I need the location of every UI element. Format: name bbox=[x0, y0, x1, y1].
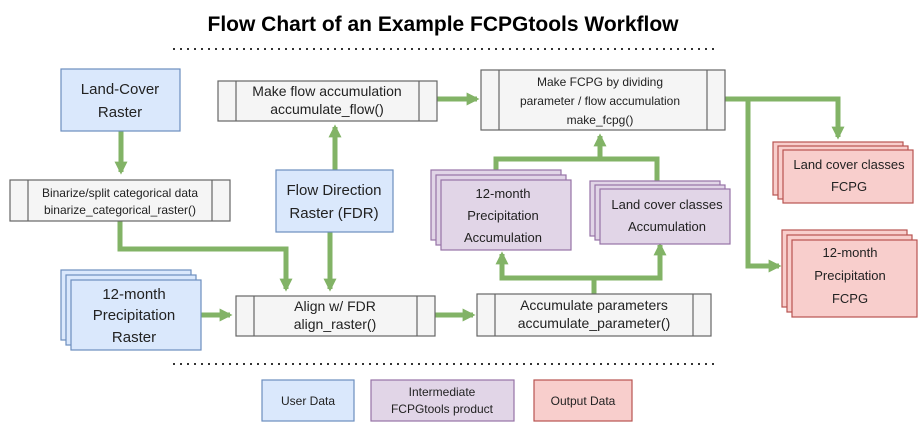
legend-user-data: User Data bbox=[261, 379, 355, 422]
arrow-fcpg-to-outputs bbox=[725, 96, 782, 273]
land-cover-raster-line1: Land-Cover bbox=[81, 81, 159, 98]
precip-accum-line2: Precipitation bbox=[467, 208, 539, 223]
fdr-line1: Flow Direction bbox=[286, 182, 381, 199]
precip-accum-line3: Accumulation bbox=[464, 230, 542, 245]
node-accumulate-parameters: Accumulate parameters accumulate_paramet… bbox=[476, 293, 712, 337]
node-make-flow-accumulation: Make flow accumulation accumulate_flow() bbox=[217, 80, 438, 122]
legend-intermediate: Intermediate FCPGtools product bbox=[370, 379, 515, 422]
arrow-accum-to-products bbox=[495, 251, 597, 294]
precip-accum-line1: 12-month bbox=[476, 186, 531, 201]
node-land-cover-raster: Land-Cover Raster bbox=[60, 68, 181, 132]
make-flow-accum-line1: Make flow accumulation bbox=[252, 83, 401, 99]
arrow-accum-to-landcover-accum bbox=[594, 242, 667, 281]
precip-fcpg-line2: Precipitation bbox=[814, 268, 886, 283]
node-align: Align w/ FDR align_raster() bbox=[235, 295, 436, 337]
arrow-binarize-to-align bbox=[117, 221, 293, 292]
precip-raster-line2: Precipitation bbox=[93, 307, 176, 324]
precip-fcpg-line3: FCPG bbox=[832, 291, 868, 306]
make-flow-accum-line2: accumulate_flow() bbox=[270, 101, 384, 117]
landcover-accum-line1: Land cover classes bbox=[611, 197, 723, 212]
landcover-accum-line2: Accumulation bbox=[628, 219, 706, 234]
precip-raster-line1: 12-month bbox=[102, 286, 165, 303]
land-cover-raster-line2: Raster bbox=[98, 104, 142, 121]
node-landcover-accumulation: Land cover classes Accumulation bbox=[589, 180, 731, 245]
align-line1: Align w/ FDR bbox=[294, 298, 376, 314]
legend-user-label: User Data bbox=[281, 394, 335, 408]
align-line2: align_raster() bbox=[294, 316, 376, 332]
legend-output-data: Output Data bbox=[533, 379, 633, 422]
landcover-fcpg-line1: Land cover classes bbox=[793, 157, 905, 172]
connectors bbox=[114, 92, 845, 322]
binarize-line2: binarize_categorical_raster() bbox=[44, 203, 196, 217]
arrow-fcpg-to-landcover-fcpg bbox=[748, 96, 845, 140]
make-fcpg-line3: make_fcpg() bbox=[567, 113, 634, 127]
make-fcpg-line1: Make FCPG by dividing bbox=[537, 75, 663, 89]
legend-output-label: Output Data bbox=[551, 394, 616, 408]
legend-intermediate-line2: FCPGtools product bbox=[391, 402, 494, 416]
node-flow-direction-raster: Flow Direction Raster (FDR) bbox=[275, 169, 394, 233]
precip-fcpg-line1: 12-month bbox=[823, 245, 878, 260]
legend-intermediate-line1: Intermediate bbox=[409, 385, 476, 399]
landcover-fcpg-line2: FCPG bbox=[831, 179, 867, 194]
node-precip-raster: 12-month Precipitation Raster bbox=[60, 269, 202, 351]
fdr-line2: Raster (FDR) bbox=[289, 205, 378, 222]
legend: User Data Intermediate FCPGtools product… bbox=[261, 379, 633, 422]
node-precip-accumulation: 12-month Precipitation Accumulation bbox=[430, 169, 572, 251]
binarize-line1: Binarize/split categorical data bbox=[42, 186, 198, 200]
accum-params-line2: accumulate_parameter() bbox=[518, 315, 671, 331]
page-title: Flow Chart of an Example FCPGtools Workf… bbox=[208, 13, 680, 36]
node-landcover-fcpg: Land cover classes FCPG bbox=[772, 141, 914, 204]
node-binarize: Binarize/split categorical data binarize… bbox=[9, 179, 231, 222]
node-make-fcpg: Make FCPG by dividing parameter / flow a… bbox=[480, 69, 726, 131]
node-precip-fcpg: 12-month Precipitation FCPG bbox=[781, 229, 918, 318]
make-fcpg-line2: parameter / flow accumulation bbox=[520, 94, 680, 108]
precip-raster-line3: Raster bbox=[112, 329, 156, 346]
accum-params-line1: Accumulate parameters bbox=[520, 297, 668, 313]
